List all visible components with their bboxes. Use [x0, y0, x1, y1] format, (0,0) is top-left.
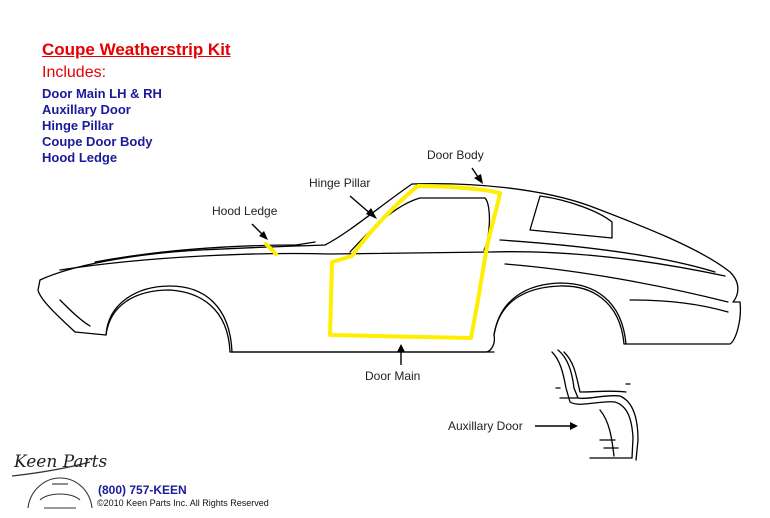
auxillary-door-part [551, 349, 639, 461]
rear-window [529, 195, 613, 239]
front-wheel-arch [105, 285, 233, 353]
copyright-text: ©2010 Keen Parts Inc. All Rights Reserve… [97, 498, 269, 508]
door-main-weatherstrip [328, 184, 502, 340]
callout-door-main: Door Main [365, 369, 421, 383]
belt-line [59, 251, 726, 277]
hood-ledge-weatherstrip [264, 242, 278, 256]
keen-parts-logo-car [27, 477, 93, 509]
kit-item-door-main: Door Main LH & RH [42, 86, 162, 101]
kit-title: Coupe Weatherstrip Kit [42, 40, 231, 59]
kit-items-list: Door Main LH & RH Auxillary Door Hinge P… [42, 86, 162, 166]
phone-number: (800) 757-KEEN [98, 483, 187, 497]
keen-parts-logo-swash [11, 461, 91, 477]
callout-door-body: Door Body [427, 148, 484, 162]
callout-auxillary-door: Auxillary Door [448, 419, 523, 433]
includes-label: Includes: [42, 64, 107, 81]
kit-item-hood-ledge: Hood Ledge [42, 150, 118, 165]
door-window-frame [349, 197, 491, 253]
callout-hood-ledge: Hood Ledge [212, 204, 278, 218]
kit-item-hinge-pillar: Hinge Pillar [42, 118, 114, 133]
kit-item-auxillary-door: Auxillary Door [42, 102, 131, 117]
rear-wheel-arch [493, 282, 627, 345]
kit-item-coupe-door-body: Coupe Door Body [42, 134, 153, 149]
car-body-outline [37, 182, 742, 353]
keen-parts-logo: Keen Parts [14, 452, 108, 472]
callout-hinge-pillar: Hinge Pillar [309, 176, 371, 190]
